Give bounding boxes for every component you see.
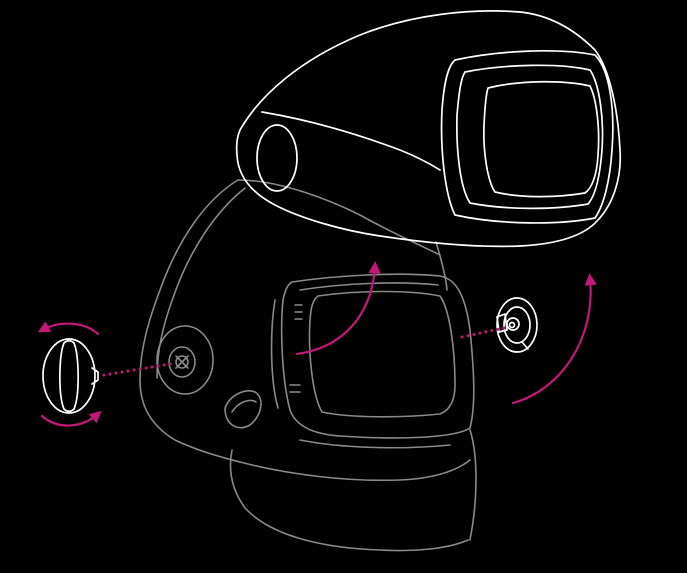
pivot-pin-icon <box>508 321 516 329</box>
pivot-disc-icon <box>496 297 538 353</box>
side-knob-icon <box>42 338 99 414</box>
lift-arrow-icon <box>295 261 597 405</box>
rotate-arrows-icon <box>37 321 506 427</box>
helmet-body-icon <box>139 179 477 552</box>
flip-up-shield-icon <box>235 10 622 248</box>
